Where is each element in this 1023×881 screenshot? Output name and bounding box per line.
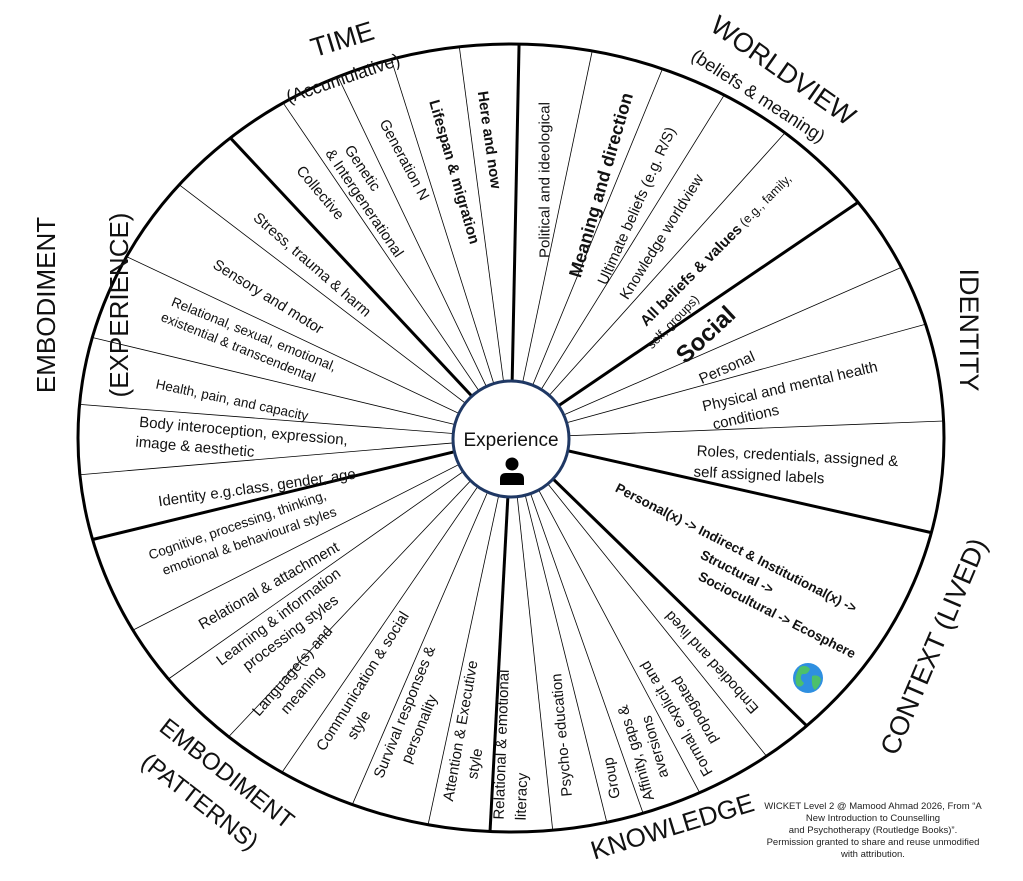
item-group: Group: [600, 756, 624, 800]
section-divider: [92, 436, 512, 541]
segment-divider: [132, 437, 512, 631]
spokes: [79, 44, 944, 832]
item-lifespan-migration: Lifespan & migration: [425, 98, 482, 246]
item-political-ideological: Political and ideological: [537, 102, 554, 258]
section-subtitle-time: (Accumulative): [284, 49, 403, 107]
segment-divider: [179, 184, 512, 439]
item-relational-emotional-literacy: Relational & emotional literacy: [490, 665, 534, 821]
item-personal: Personal: [697, 348, 758, 388]
attribution-footer: WICKET Level 2 @ Mamood Ahmad 2026, From…: [764, 801, 982, 860]
footer-line: Permission granted to share and reuse un…: [767, 837, 980, 848]
segment-divider: [79, 437, 512, 476]
footer-line: New Introduction to Counselling: [806, 813, 940, 824]
section-embodiment-experience: EMBODIMENT (EXPERIENCE) Stress, trauma &…: [31, 209, 374, 510]
segment-divider: [79, 404, 512, 439]
segment-divider: [126, 256, 512, 439]
section-knowledge: KNOWLEDGE Relational & emotional literac…: [490, 607, 762, 865]
section-title-identity: IDENTITY: [954, 268, 984, 391]
segment-divider: [281, 437, 512, 773]
segment-divider: [510, 437, 701, 793]
segment-divider: [228, 437, 512, 737]
section-subtitle-experience: (EXPERIENCE): [104, 213, 134, 398]
center-hub: Experience: [451, 379, 571, 499]
segment-divider: [427, 437, 512, 825]
segment-divider: [168, 437, 512, 680]
segment-divider: [92, 337, 512, 439]
section-worldview: WORLDVIEW (beliefs & meaning) Political …: [537, 10, 862, 352]
segment-divider: [510, 437, 767, 757]
item-roles-credentials: Roles, credentials, assigned & self assi…: [693, 442, 903, 491]
item-context-chain-3: Sociocultural -> Ecosphere: [696, 569, 859, 662]
segment-divider: [390, 59, 512, 439]
segment-divider: [458, 46, 512, 439]
segment-divider: [510, 132, 786, 439]
section-divider: [509, 436, 808, 727]
segment-divider: [510, 323, 926, 439]
segment-divider: [510, 68, 663, 439]
section-title-time: TIME: [307, 16, 377, 64]
segment-divider: [510, 94, 725, 439]
section-divider: [509, 44, 521, 439]
section-divider: [510, 436, 932, 535]
earth-globe-icon: [793, 663, 823, 693]
segment-divider: [510, 267, 902, 439]
item-relational-sexual: Relational, sexual, emotional, existenti…: [159, 292, 342, 392]
segment-divider: [351, 437, 512, 805]
section-identity: IDENTITY Social Personal Physical and me…: [671, 268, 984, 491]
section-divider: [488, 437, 513, 832]
item-psycho-education: Psycho- education: [548, 673, 576, 797]
person-icon: [500, 457, 524, 485]
section-title-experience: EMBODIMENT: [31, 217, 61, 393]
section-title-context: CONTEXT (LIVED): [875, 534, 993, 759]
item-embodied-lived: Embodied and lived: [662, 607, 763, 716]
center-label: Experience: [463, 430, 558, 451]
footer-line: with attribution.: [840, 849, 905, 860]
segment-divider: [510, 437, 554, 831]
segment-divider: [510, 437, 644, 814]
section-divider: [510, 201, 859, 440]
footer-line: and Psychotherapy (Routledge Books)”.: [789, 825, 957, 836]
outer-ring: [76, 42, 946, 834]
segment-divider: [510, 437, 608, 823]
segment-divider: [282, 102, 512, 439]
segment-divider: [337, 76, 512, 439]
item-generation-n: Generation N: [376, 117, 433, 204]
section-embodiment-patterns: EMBODIMENT (PATTERNS) Attention & Execut…: [136, 487, 486, 856]
footer-line: WICKET Level 2 @ Mamood Ahmad 2026, From…: [764, 801, 982, 812]
section-divider: [229, 136, 513, 440]
segment-divider: [510, 50, 593, 439]
segment-divider: [510, 420, 944, 439]
item-here-and-now: Here and now: [474, 90, 505, 190]
